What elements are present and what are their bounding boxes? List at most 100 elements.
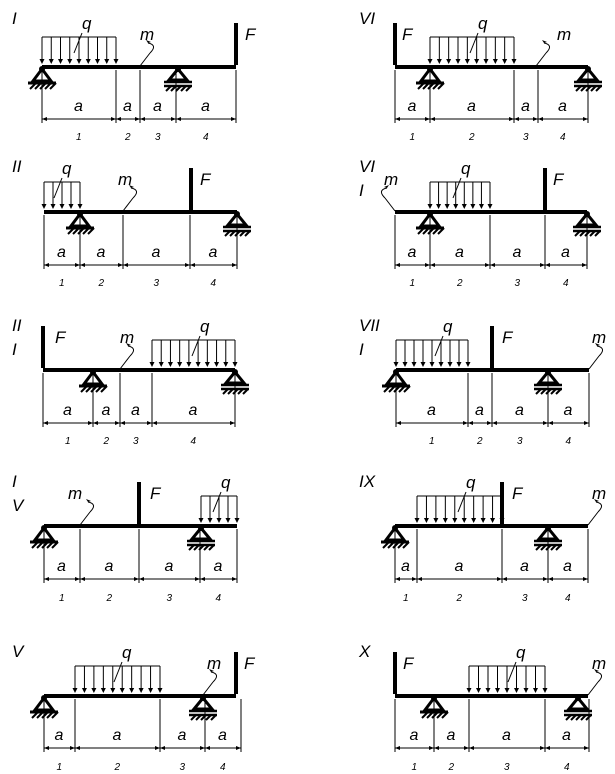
hatch-mark	[222, 388, 229, 395]
dim-arrow	[135, 117, 140, 121]
moment-m: m	[381, 170, 398, 212]
hatch-mark	[36, 711, 44, 719]
dim-arrow	[200, 577, 205, 581]
dim-arrow	[80, 263, 85, 267]
q-leader	[53, 177, 63, 199]
segment-length-label: a	[55, 727, 64, 744]
load-arrow-head	[110, 688, 116, 693]
hatch-mark	[550, 388, 557, 395]
segment-length-label: a	[57, 558, 66, 575]
roller-support	[189, 695, 217, 721]
segment-number: 1	[410, 278, 416, 289]
distributed-load-q: q	[72, 643, 163, 693]
load-arrow-head	[447, 362, 453, 367]
load-arrow-head	[511, 59, 517, 64]
hatch-mark	[175, 85, 182, 92]
load-arrow-head	[104, 59, 110, 64]
hatch-mark	[205, 714, 212, 721]
load-arrow-head	[85, 59, 91, 64]
moment-arc	[543, 42, 550, 54]
load-arrow-head	[39, 59, 45, 64]
hatch-mark	[397, 541, 405, 549]
load-arrow-head	[476, 688, 481, 693]
q-leader	[212, 491, 222, 513]
m-label: m	[592, 654, 606, 673]
load-arrow-head	[490, 518, 496, 523]
load-arrow-head	[487, 204, 493, 209]
segment-number: 3	[167, 593, 173, 604]
m-label: m	[140, 25, 154, 44]
load-arrow-head	[68, 204, 74, 209]
segment-length-label: a	[563, 558, 572, 575]
dim-arrow	[75, 263, 80, 267]
segment-number: 1	[59, 278, 65, 289]
dim-arrow	[195, 577, 200, 581]
dim-arrow	[44, 263, 49, 267]
load-arrow-head	[502, 59, 508, 64]
hatch-mark	[85, 385, 93, 393]
dim-arrow	[412, 577, 417, 581]
distributed-load-q: q	[414, 473, 505, 523]
distributed-load-q: q	[427, 159, 493, 209]
hatch-mark	[422, 82, 430, 90]
F-label: F	[403, 654, 415, 673]
load-arrow-head	[138, 688, 144, 693]
hatch-mark	[203, 544, 210, 551]
q-leader	[452, 177, 462, 199]
hatch-mark	[393, 385, 401, 393]
dim-arrow	[140, 117, 145, 121]
segment-length-label: a	[558, 98, 567, 115]
moment-arc	[127, 345, 134, 357]
segment-length-label: a	[562, 727, 571, 744]
hatch-mark	[403, 385, 411, 393]
hatch-mark	[224, 230, 231, 237]
hatch-mark	[100, 385, 108, 393]
segment-number: 2	[124, 132, 131, 143]
dim-arrow	[434, 746, 439, 750]
load-arrow-head	[420, 362, 426, 367]
hatch-mark	[34, 82, 42, 90]
hatch-mark	[535, 388, 542, 395]
roller-triangle	[165, 66, 191, 82]
segment-length-label: a	[515, 402, 524, 419]
load-arrow-head	[478, 204, 484, 209]
moment-arrow-head	[594, 499, 599, 502]
segment-length-label: a	[564, 402, 573, 419]
segment-length-label: a	[410, 727, 419, 744]
hatch-mark	[579, 230, 586, 237]
moment-leader	[122, 197, 134, 212]
segment-number: 2	[456, 593, 463, 604]
point-force-F: F	[490, 326, 514, 368]
load-arrow-head	[41, 204, 47, 209]
load-arrow-head	[471, 518, 477, 523]
dim-arrow	[123, 263, 128, 267]
q-label: q	[200, 317, 210, 336]
hatch-mark	[242, 388, 249, 395]
dim-arrow	[395, 577, 400, 581]
segment-length-label: a	[408, 244, 417, 261]
moment-arrow-head	[209, 669, 214, 672]
pin-support	[30, 695, 59, 719]
segment-number: 3	[154, 278, 160, 289]
hatch-mark	[31, 711, 39, 719]
scheme-label: VI	[359, 157, 375, 176]
dim-arrow	[139, 577, 144, 581]
q-leader	[507, 661, 517, 683]
moment-m: m	[202, 654, 221, 696]
hatch-mark	[44, 82, 52, 90]
scheme-label: VII	[359, 316, 380, 335]
point-force-F: F	[41, 326, 67, 368]
load-arrow-head	[393, 362, 399, 367]
q-label: q	[221, 473, 231, 492]
hatch-mark	[589, 230, 596, 237]
dim-arrow	[116, 117, 121, 121]
distributed-load-q: q	[198, 473, 240, 523]
moment-leader	[79, 511, 91, 526]
load-arrow-head	[414, 518, 420, 523]
dim-arrow	[44, 577, 49, 581]
hatch-mark	[237, 388, 244, 395]
load-arrow-head	[514, 688, 519, 693]
